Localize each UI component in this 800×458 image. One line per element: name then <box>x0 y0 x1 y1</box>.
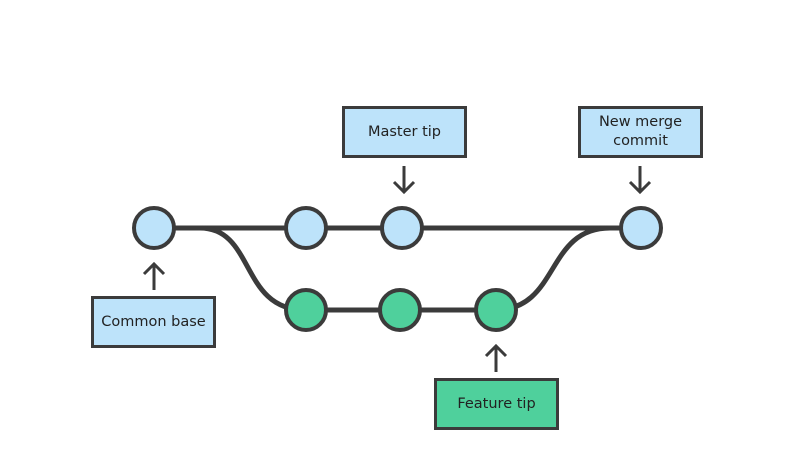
arrow-to-master-tip <box>392 166 416 195</box>
commit-feature-2 <box>378 288 422 332</box>
new-merge-commit-label: New merge commit <box>578 106 703 158</box>
master-tip-label: Master tip <box>342 106 467 158</box>
commit-merge <box>619 206 663 250</box>
arrow-to-feature-tip <box>484 343 508 372</box>
feature-tip-label: Feature tip <box>434 378 559 430</box>
common-base-label: Common base <box>91 296 216 348</box>
commit-master-1 <box>284 206 328 250</box>
commit-common-base <box>132 206 176 250</box>
arrow-to-common-base <box>142 261 166 290</box>
commit-feature-tip <box>474 288 518 332</box>
arrow-to-merge-commit <box>628 166 652 195</box>
commit-feature-1 <box>284 288 328 332</box>
commit-master-tip <box>380 206 424 250</box>
